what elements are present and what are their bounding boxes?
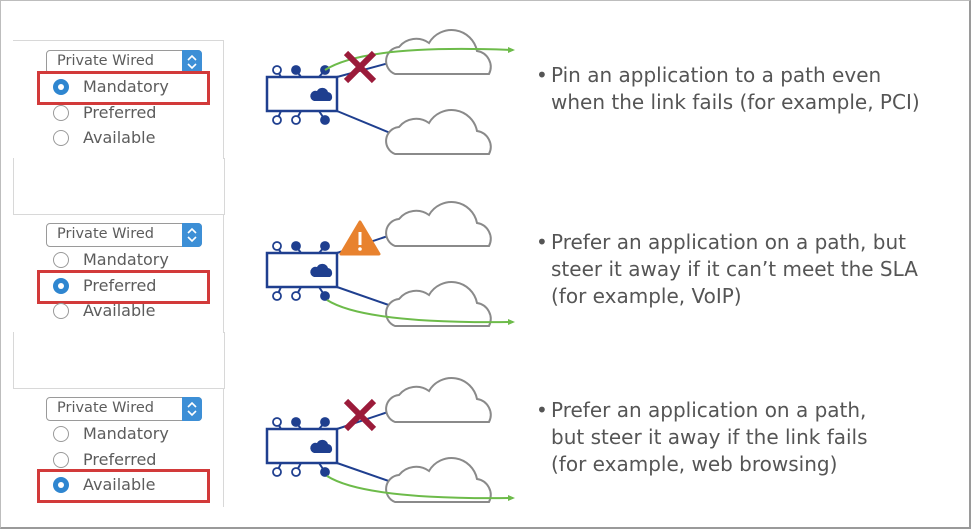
edge-device-icon	[265, 241, 339, 301]
select-value: Private Wired	[57, 226, 154, 242]
bullet-text: Prefer an application on a path, but stee…	[551, 397, 868, 478]
traffic-path	[326, 475, 514, 500]
upper-cloud-icon	[385, 29, 492, 75]
radio-checked-icon[interactable]	[53, 277, 69, 294]
lower-cloud-icon	[385, 457, 492, 503]
radio-label: Preferred	[83, 275, 157, 295]
traffic-path	[326, 299, 514, 324]
radio-unchecked-icon[interactable]	[53, 252, 69, 268]
radio-unchecked-icon[interactable]	[53, 426, 69, 442]
bullet-line: Prefer an application on a path, but	[551, 230, 906, 254]
policy-panel-3	[13, 388, 224, 507]
cloud-badge-icon	[310, 439, 333, 453]
select-value: Private Wired	[57, 400, 154, 416]
bullet-line: (for example, VoIP)	[551, 284, 742, 308]
path-diagram	[265, 29, 515, 155]
selection-highlight	[37, 269, 210, 304]
radio-label: Available	[83, 128, 156, 147]
bullet-marker: •	[536, 63, 548, 87]
traffic-path	[324, 47, 514, 71]
cloud-badge-icon	[310, 87, 333, 101]
radio-label: Mandatory	[83, 250, 169, 269]
arrow-head-icon	[508, 495, 515, 501]
lower-cloud-icon	[385, 281, 492, 327]
panel-spacer-1	[13, 158, 225, 215]
bullet-line: but steer it away if the link fails	[551, 425, 868, 449]
edge-device-icon	[265, 417, 339, 477]
select-stepper-icon[interactable]	[182, 50, 202, 74]
lower-cloud-icon	[385, 109, 492, 155]
bullet-marker: •	[536, 398, 548, 422]
bullet-text: Prefer an application on a path, but stee…	[551, 229, 918, 310]
path-diagram	[265, 201, 515, 327]
arrow-head-icon	[508, 47, 515, 53]
arrow-head-icon	[508, 319, 515, 325]
radio-checked-icon[interactable]	[53, 477, 69, 493]
select-stepper-icon[interactable]	[182, 223, 202, 247]
radio-label: Available	[83, 301, 156, 320]
radio-label: Available	[83, 475, 156, 494]
wan-link-select[interactable]: Private Wired	[46, 50, 202, 74]
select-value: Private Wired	[57, 53, 154, 69]
cloud-badge-icon	[310, 263, 333, 277]
bullet-line: when the link fails (for example, PCI)	[551, 90, 920, 114]
radio-label: Mandatory	[83, 424, 169, 443]
x-mark-icon	[343, 398, 377, 432]
wan-link-select[interactable]: Private Wired	[46, 397, 202, 421]
bullet-text: Pin an application to a path even when th…	[551, 62, 920, 116]
bullet-line: (for example, web browsing)	[551, 452, 838, 476]
edge-device-icon	[265, 65, 339, 125]
panel-spacer-2	[13, 332, 225, 389]
bullet-marker: •	[536, 230, 548, 254]
warning-icon	[339, 220, 381, 256]
radio-unchecked-icon[interactable]	[53, 451, 69, 468]
x-mark-icon	[343, 50, 377, 84]
radio-label: Preferred	[83, 102, 157, 122]
selection-highlight	[37, 71, 210, 105]
upper-cloud-icon	[385, 201, 492, 247]
bullet-line: steer it away if it can’t meet the SLA	[551, 257, 918, 281]
radio-unchecked-icon[interactable]	[53, 303, 69, 319]
radio-checked-icon[interactable]	[53, 79, 69, 95]
bullet-line: Pin an application to a path even	[551, 63, 882, 87]
selection-highlight	[37, 469, 210, 503]
radio-label: Preferred	[83, 449, 157, 469]
upper-cloud-icon	[385, 377, 492, 423]
policy-panel-1	[13, 40, 224, 159]
radio-unchecked-icon[interactable]	[53, 104, 69, 121]
radio-label: Mandatory	[83, 77, 169, 96]
path-diagram	[265, 377, 515, 503]
select-stepper-icon[interactable]	[182, 397, 202, 421]
policy-panel-2	[13, 214, 224, 333]
bullet-line: Prefer an application on a path,	[551, 398, 867, 422]
wan-link-select[interactable]: Private Wired	[46, 223, 202, 247]
radio-unchecked-icon[interactable]	[53, 130, 69, 146]
